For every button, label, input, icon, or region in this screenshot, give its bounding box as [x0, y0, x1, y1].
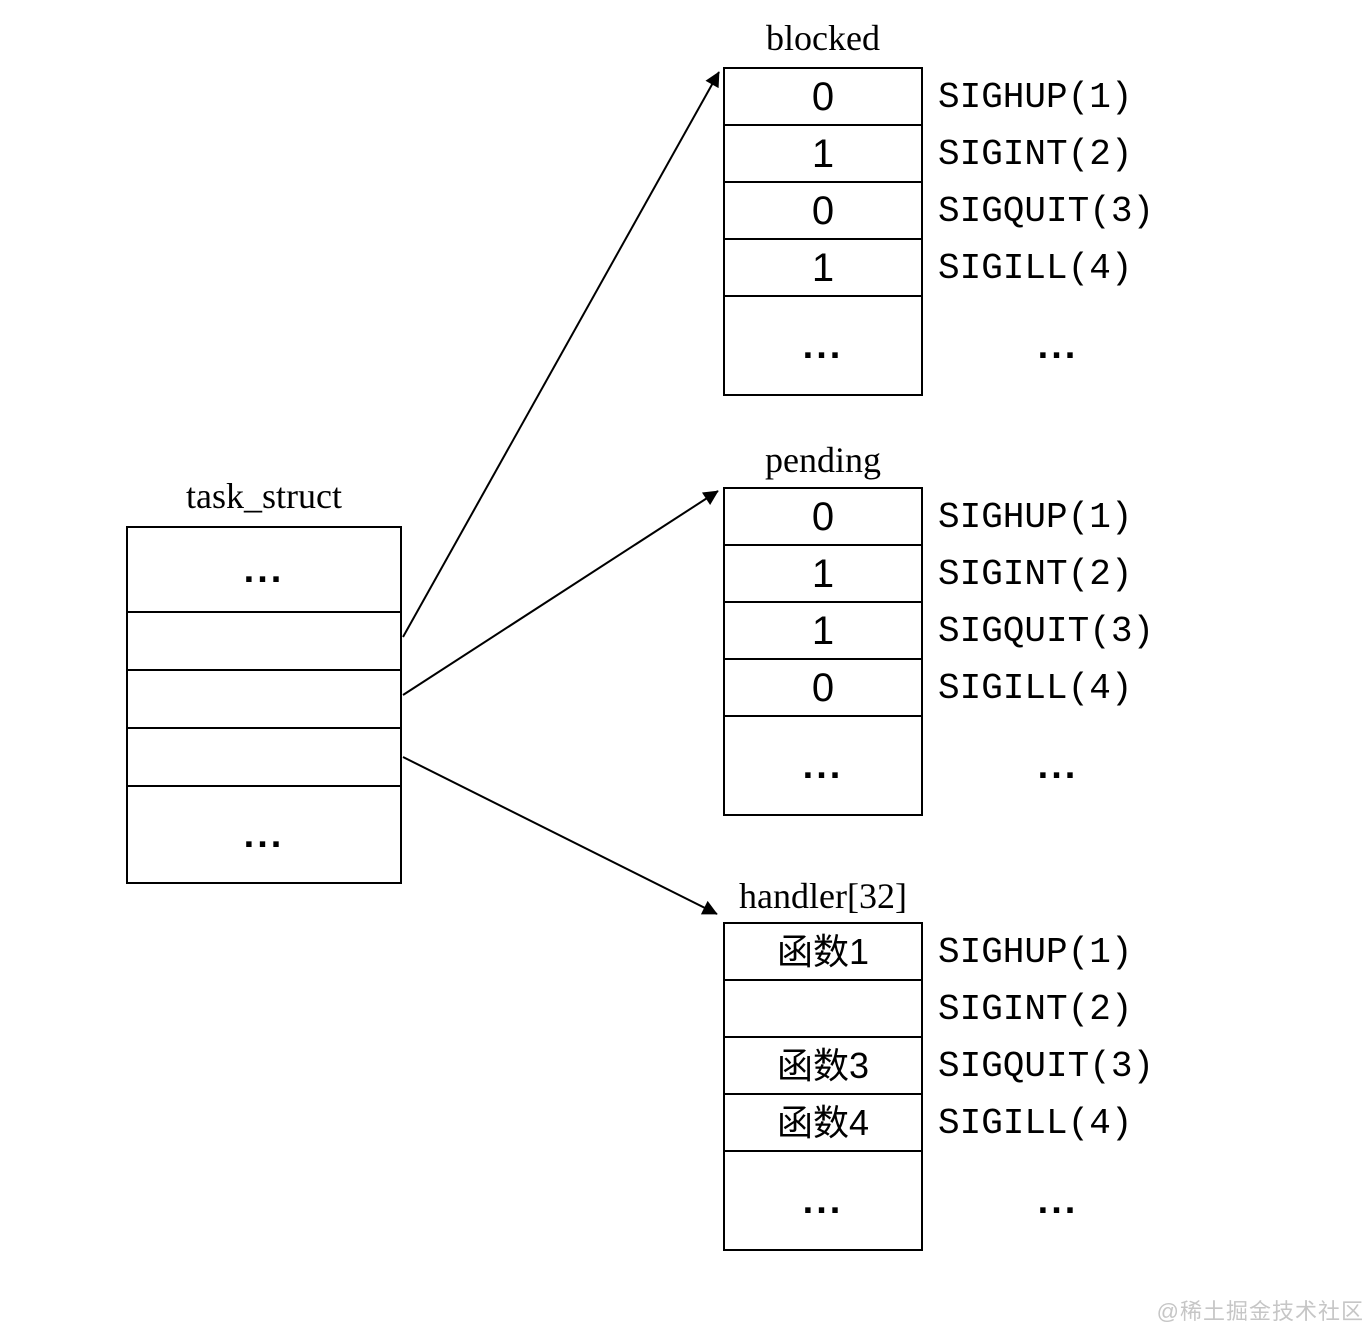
signal-label: SIGQUIT(3) — [938, 190, 1155, 232]
pending-box: 0 1 1 0 ... — [723, 487, 923, 816]
pending-title: pending — [765, 440, 881, 480]
signal-label: SIGINT(2) — [938, 133, 1133, 175]
handler-signal-labels: SIGHUP(1) SIGINT(2) SIGQUIT(3) SIGILL(4)… — [938, 922, 1178, 1249]
task-struct-title: task_struct — [186, 476, 342, 516]
signal-label: SIGINT(2) — [938, 988, 1133, 1030]
blocked-cell: 0 — [725, 183, 921, 240]
arrow-task-to-blocked — [402, 71, 720, 638]
handler-table: handler[32] 函数1 函数3 函数4 ... — [723, 874, 923, 1251]
blocked-cell: 1 — [725, 240, 921, 297]
blocked-cell: 1 — [725, 126, 921, 183]
task-struct-row — [128, 613, 400, 671]
blocked-cell: 0 — [725, 69, 921, 126]
pending-table: pending 0 1 1 0 ... — [723, 438, 923, 816]
signal-label: ... — [1037, 744, 1079, 787]
handler-cell: ... — [802, 1179, 844, 1222]
blocked-table: blocked 0 1 0 1 ... — [723, 16, 923, 396]
signal-label: SIGHUP(1) — [938, 496, 1133, 538]
handler-cell — [725, 981, 921, 1038]
task-struct-row — [128, 671, 400, 729]
task-struct-row: ... — [128, 528, 400, 613]
signal-label: ... — [1037, 1179, 1079, 1222]
task-struct-row — [128, 729, 400, 787]
handler-title: handler[32] — [739, 876, 907, 916]
signal-label: SIGINT(2) — [938, 553, 1133, 595]
task-struct-box: ... ... — [126, 526, 402, 884]
signal-label: SIGQUIT(3) — [938, 610, 1155, 652]
pending-cell: 0 — [725, 660, 921, 717]
handler-cell: 函数4 — [725, 1095, 921, 1152]
blocked-signal-labels: SIGHUP(1) SIGINT(2) SIGQUIT(3) SIGILL(4)… — [938, 67, 1178, 394]
pending-cell: ... — [802, 744, 844, 787]
signal-label: SIGILL(4) — [938, 247, 1133, 289]
task-struct-row: ... — [243, 813, 285, 856]
handler-cell: 函数1 — [725, 924, 921, 981]
signal-label: SIGHUP(1) — [938, 931, 1133, 973]
arrow-task-to-pending — [402, 490, 719, 696]
pending-cell: 1 — [725, 546, 921, 603]
signal-label: SIGILL(4) — [938, 667, 1133, 709]
blocked-box: 0 1 0 1 ... — [723, 67, 923, 396]
pending-signal-labels: SIGHUP(1) SIGINT(2) SIGQUIT(3) SIGILL(4)… — [938, 487, 1178, 814]
pending-cell: 1 — [725, 603, 921, 660]
blocked-title: blocked — [766, 18, 880, 58]
watermark: @稀土掘金技术社区 — [1156, 1299, 1364, 1324]
handler-box: 函数1 函数3 函数4 ... — [723, 922, 923, 1251]
handler-cell: 函数3 — [725, 1038, 921, 1095]
task-struct: task_struct ... ... — [126, 474, 402, 884]
blocked-cell: ... — [802, 324, 844, 367]
arrow-task-to-handler — [402, 756, 718, 915]
signal-label: ... — [1037, 324, 1079, 367]
signal-label: SIGILL(4) — [938, 1102, 1133, 1144]
signal-label: SIGHUP(1) — [938, 76, 1133, 118]
signal-label: SIGQUIT(3) — [938, 1045, 1155, 1087]
pending-cell: 0 — [725, 489, 921, 546]
